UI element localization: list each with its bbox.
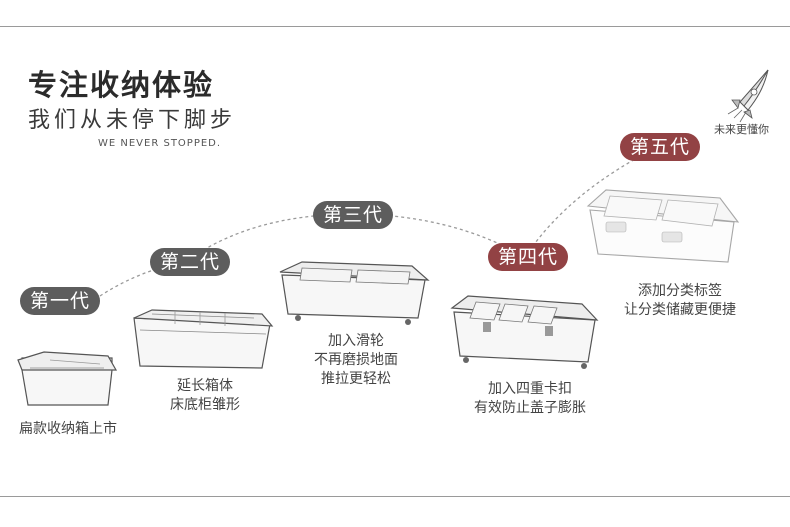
caption-line: 床底柜雏形 [170, 397, 240, 413]
caption-line: 扁款收纳箱上市 [19, 421, 117, 437]
box-gen5-icon [586, 189, 740, 263]
tagline: WE NEVER STOPPED. [98, 138, 222, 149]
top-divider [0, 26, 790, 27]
caption-line: 不再磨损地面 [314, 352, 398, 368]
caption-line: 加入滑轮 [328, 333, 384, 349]
caption-line: 有效防止盖子膨胀 [474, 400, 586, 416]
caption-line: 添加分类标签 [638, 283, 722, 299]
generation-4-caption: 加入四重卡扣 有效防止盖子膨胀 [455, 380, 605, 418]
generation-3-badge: 第三代 [313, 201, 394, 229]
caption-line: 让分类储藏更便捷 [624, 302, 736, 318]
generation-2-caption: 延长箱体 床底柜雏形 [145, 377, 265, 415]
rocket-icon [727, 69, 769, 123]
generation-5-badge: 第五代 [620, 133, 701, 161]
generation-1-badge: 第一代 [20, 287, 101, 315]
caption-line: 推拉更轻松 [321, 371, 391, 387]
generation-5-caption: 添加分类标签 让分类储藏更便捷 [605, 282, 755, 320]
caption-line: 延长箱体 [177, 378, 233, 394]
box-gen2-icon [133, 309, 274, 369]
future-label: 未来更懂你 [714, 123, 769, 136]
box-gen3-icon [279, 261, 430, 325]
page-subtitle: 我们从未停下脚步 [28, 108, 237, 133]
generation-2-badge: 第二代 [150, 248, 231, 276]
generation-4-badge: 第四代 [488, 243, 569, 271]
generation-1-caption: 扁款收纳箱上市 [8, 420, 128, 439]
bottom-divider [0, 496, 790, 497]
box-gen1-icon [17, 351, 118, 406]
box-gen4-icon [450, 295, 599, 369]
generation-3-caption: 加入滑轮 不再磨损地面 推拉更轻松 [296, 332, 416, 389]
caption-line: 加入四重卡扣 [488, 381, 572, 397]
page-title: 专注收纳体验 [28, 68, 215, 102]
